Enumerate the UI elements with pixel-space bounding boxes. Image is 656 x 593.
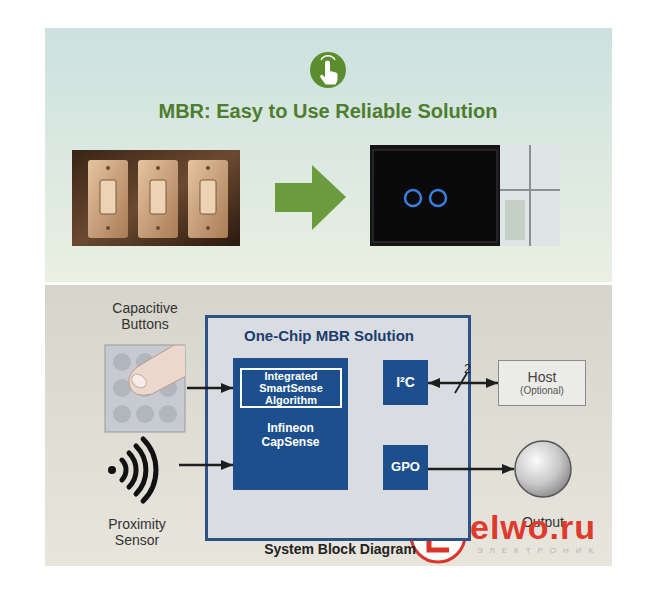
toggle bbox=[200, 180, 216, 214]
wave bbox=[122, 460, 126, 480]
toggle bbox=[100, 180, 116, 214]
node-label: I²C bbox=[396, 374, 415, 390]
finger-shape bbox=[129, 345, 185, 395]
touch-icon bbox=[310, 52, 346, 88]
input-block: Proximity Sensor bbox=[95, 440, 179, 548]
screw bbox=[106, 166, 110, 170]
screw bbox=[156, 226, 160, 230]
switch-plate bbox=[188, 160, 228, 238]
capacitive-buttons-picture bbox=[105, 345, 190, 432]
bus-width: 2 bbox=[464, 361, 471, 376]
proximity-waves bbox=[108, 439, 156, 501]
hand-symbol bbox=[320, 61, 337, 85]
wave bbox=[129, 453, 136, 487]
node-label: GPO bbox=[391, 460, 420, 475]
bus-slash bbox=[455, 373, 467, 393]
node-label: (Optional) bbox=[520, 385, 564, 397]
button bbox=[113, 405, 131, 423]
chip-box: One-Chip MBR SolutionInfineon CapSenseIn… bbox=[205, 315, 471, 541]
output-lamp bbox=[515, 441, 571, 497]
transition-arrow bbox=[275, 165, 346, 230]
interface-box: GPO bbox=[383, 445, 428, 490]
screw bbox=[106, 226, 110, 230]
node-label: Proximity Sensor bbox=[95, 516, 179, 548]
touch-ring bbox=[430, 190, 446, 206]
touch-ring bbox=[321, 56, 335, 60]
screw bbox=[206, 226, 210, 230]
interface-box: I²C bbox=[383, 360, 428, 405]
signal-arrow bbox=[428, 468, 514, 471]
node-label: Infineon CapSense bbox=[251, 422, 331, 450]
top-panel bbox=[45, 28, 612, 282]
switch-plate bbox=[138, 160, 178, 238]
screw bbox=[156, 166, 160, 170]
switch-plate bbox=[88, 160, 128, 238]
window bbox=[500, 145, 560, 246]
signal-arrow bbox=[179, 464, 233, 467]
node-label: One-Chip MBR Solution bbox=[244, 327, 414, 344]
touch-switch-photo bbox=[370, 145, 560, 246]
button bbox=[136, 405, 154, 423]
capsense-block: Infineon CapSense Integrated SmartSense A… bbox=[233, 358, 348, 490]
icon-circle bbox=[310, 52, 346, 88]
photo-background bbox=[370, 145, 560, 246]
node-label: Integrated SmartSense Algorithm bbox=[245, 370, 337, 406]
input-block: Capacitive Buttons bbox=[103, 300, 187, 434]
wave bbox=[136, 446, 146, 494]
window-frame bbox=[529, 145, 531, 246]
algorithm-box: Integrated SmartSense Algorithm bbox=[240, 368, 342, 408]
node-label: Host bbox=[528, 369, 557, 385]
host-box: Host(Optional) bbox=[498, 360, 586, 406]
toggle bbox=[150, 180, 166, 214]
wave-source bbox=[108, 466, 116, 474]
circle-outline bbox=[514, 440, 572, 498]
window-frame bbox=[500, 189, 560, 191]
signal-arrow bbox=[428, 382, 498, 385]
bottom-panel bbox=[45, 285, 612, 566]
touch-ring bbox=[405, 190, 421, 206]
button bbox=[159, 405, 177, 423]
signal-arrow bbox=[187, 387, 233, 390]
fingernail bbox=[129, 371, 149, 390]
node-label: Capacitive Buttons bbox=[103, 300, 187, 332]
watermark: elwo.ru bbox=[470, 508, 596, 547]
button bbox=[113, 353, 131, 371]
caption: System Block Diagram bbox=[195, 541, 485, 557]
glass-panel bbox=[373, 150, 497, 242]
photo-background bbox=[72, 150, 240, 246]
curtain bbox=[505, 200, 525, 240]
title: MBR: Easy to Use Reliable Solution bbox=[0, 100, 656, 123]
wave bbox=[143, 439, 156, 501]
screw bbox=[206, 166, 210, 170]
finger bbox=[129, 345, 185, 395]
old-switches-photo bbox=[72, 150, 240, 246]
watermark: ЭЛЕКТРОНИК bbox=[477, 546, 600, 555]
